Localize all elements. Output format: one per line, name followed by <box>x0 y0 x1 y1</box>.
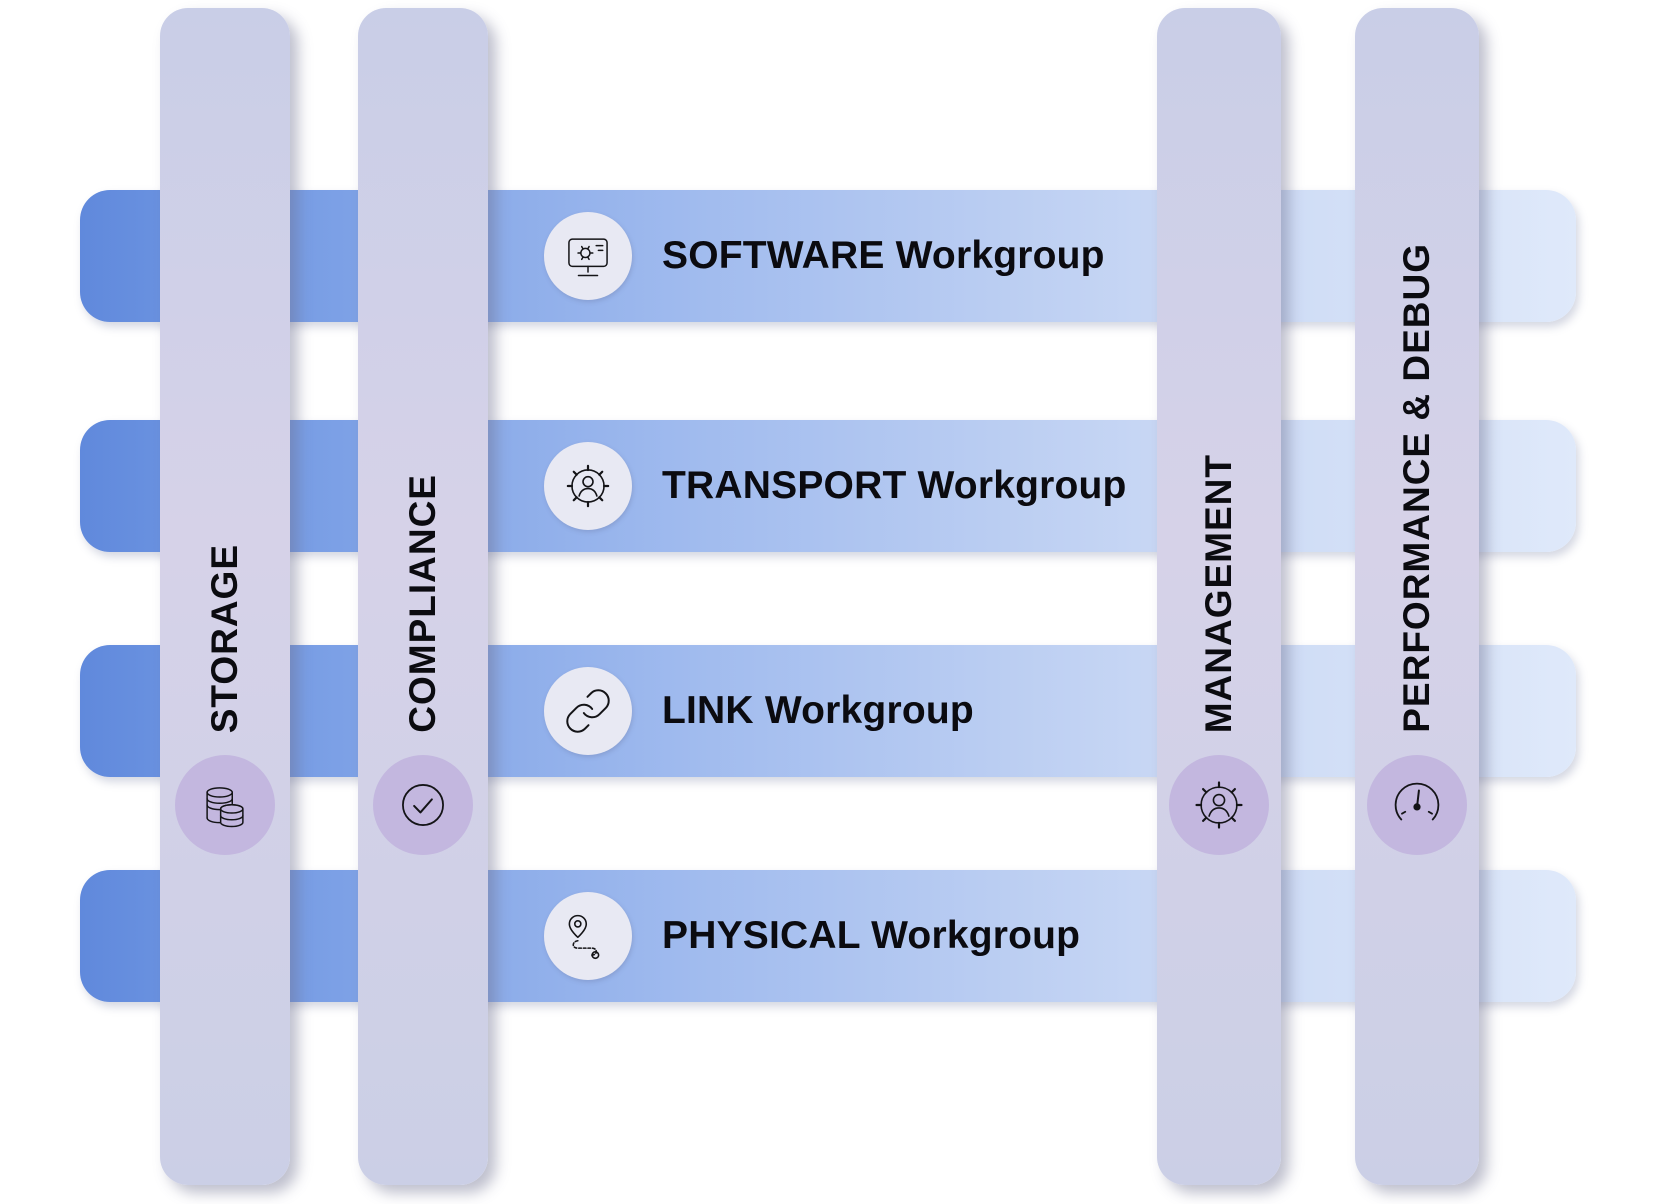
route-icon <box>562 910 614 962</box>
row-label: PHYSICAL Workgroup <box>662 914 1081 957</box>
storage-pillar: STORAGE <box>160 8 290 1185</box>
pillar-label: PERFORMANCE & DEBUG <box>1396 243 1437 733</box>
gauge-icon <box>1388 776 1446 834</box>
row-icon-circle <box>544 892 632 980</box>
row-label: TRANSPORT Workgroup <box>662 464 1127 507</box>
chain-link-icon <box>563 686 613 736</box>
gear-person-icon <box>1190 776 1248 834</box>
software-workgroup-bar: SOFTWARE Workgroup <box>80 190 1576 322</box>
pillar-label: MANAGEMENT <box>1198 453 1239 733</box>
pillar-label: COMPLIANCE <box>402 474 443 733</box>
performance-debug-pillar: PERFORMANCE & DEBUG <box>1355 8 1479 1185</box>
coins-icon <box>196 776 254 834</box>
check-circle-icon <box>395 777 451 833</box>
row-icon-circle <box>544 667 632 755</box>
pillar-icon-circle <box>175 755 275 855</box>
row-icon-circle <box>544 212 632 300</box>
row-icon-circle <box>544 442 632 530</box>
gear-person-icon <box>562 460 614 512</box>
row-label: LINK Workgroup <box>662 689 974 732</box>
management-pillar: MANAGEMENT <box>1157 8 1281 1185</box>
link-workgroup-bar: LINK Workgroup <box>80 645 1576 777</box>
pillar-label: STORAGE <box>204 543 245 733</box>
row-label: SOFTWARE Workgroup <box>662 234 1105 277</box>
compliance-pillar: COMPLIANCE <box>358 8 488 1185</box>
transport-workgroup-bar: TRANSPORT Workgroup <box>80 420 1576 552</box>
physical-workgroup-bar: PHYSICAL Workgroup <box>80 870 1576 1002</box>
monitor-gear-icon <box>562 230 614 282</box>
pillar-icon-circle <box>1367 755 1467 855</box>
pillar-icon-circle <box>1169 755 1269 855</box>
pillar-icon-circle <box>373 755 473 855</box>
